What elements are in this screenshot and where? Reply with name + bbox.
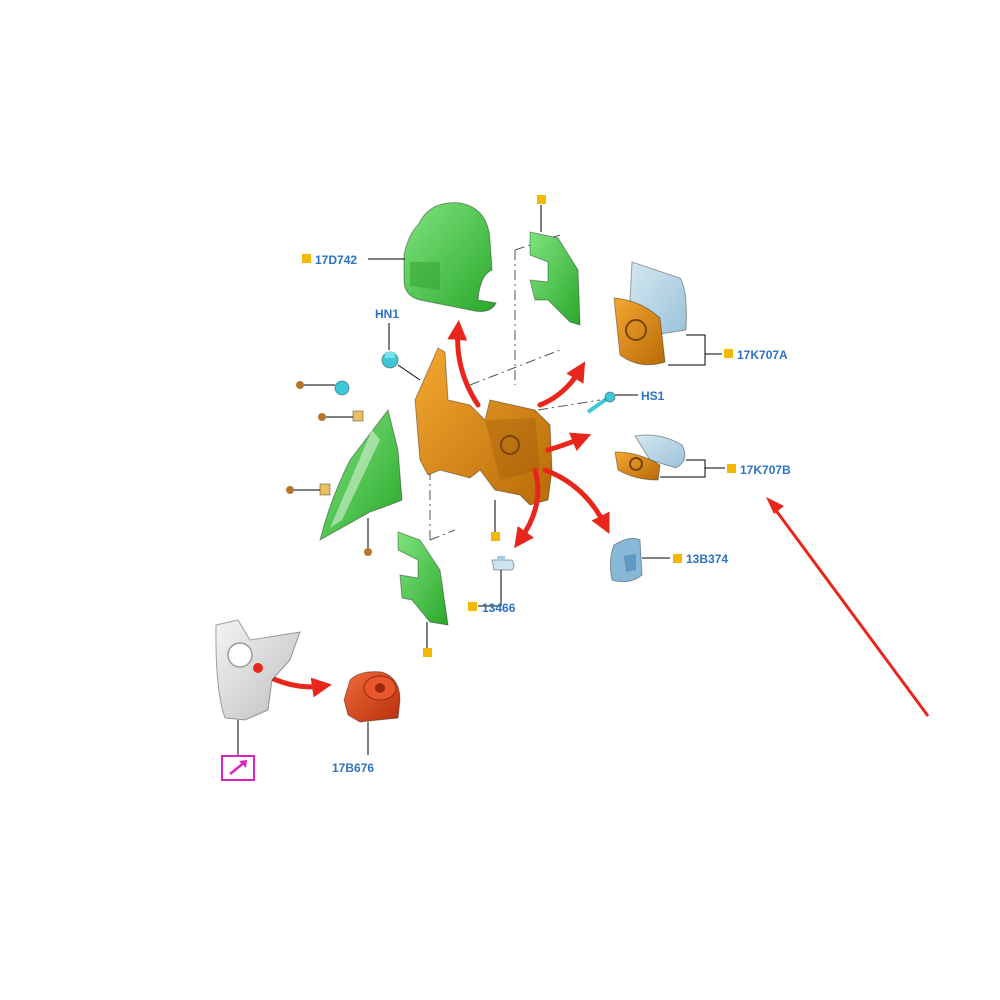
callout-link-box[interactable] [221, 755, 255, 781]
marker-17D742 [302, 254, 311, 263]
part-13B374-indicator-lamp[interactable] [609, 537, 643, 583]
label-17D742[interactable]: 17D742 [315, 253, 357, 267]
part-13466-bulb[interactable] [491, 556, 515, 571]
marker-17K707B [727, 464, 736, 473]
part-17B676-mirror-motor[interactable] [343, 671, 401, 723]
fastener-group-left [286, 380, 372, 556]
part-17K707B-mirror-glass[interactable] [614, 434, 686, 481]
exploded-view-arrows [262, 320, 610, 698]
marker-upper-bracket [537, 195, 546, 204]
part-lower-bracket[interactable] [397, 531, 449, 626]
label-HN1[interactable]: HN1 [375, 307, 399, 321]
label-17B676[interactable]: 17B676 [332, 761, 374, 775]
label-13466[interactable]: 13466 [482, 601, 516, 615]
marker-17K707A [724, 349, 733, 358]
label-13B374[interactable]: 13B374 [686, 552, 728, 566]
pointer-arrow-17K707B [770, 504, 930, 717]
part-upper-bracket[interactable] [529, 231, 581, 326]
label-HS1[interactable]: HS1 [641, 389, 665, 403]
marker-13466 [468, 602, 477, 611]
label-17K707B[interactable]: 17K707B [740, 463, 791, 477]
label-17K707A[interactable]: 17K707A [737, 348, 788, 362]
marker-lower-bracket [423, 648, 432, 657]
part-mirror-base-housing[interactable] [414, 347, 553, 506]
leader-17K707A [668, 334, 706, 366]
part-17K707A-mirror-glass[interactable] [613, 261, 687, 366]
marker-13B374 [673, 554, 682, 563]
part-mirror-lower-cover[interactable] [319, 408, 403, 542]
part-door-mount[interactable] [215, 619, 301, 721]
link-arrow-icon [229, 760, 247, 775]
part-17D742-mirror-cap[interactable] [403, 202, 497, 312]
marker-mirror-base [491, 532, 500, 541]
part-HN1-clip[interactable] [381, 351, 399, 369]
part-HS1-screw[interactable] [586, 391, 616, 414]
